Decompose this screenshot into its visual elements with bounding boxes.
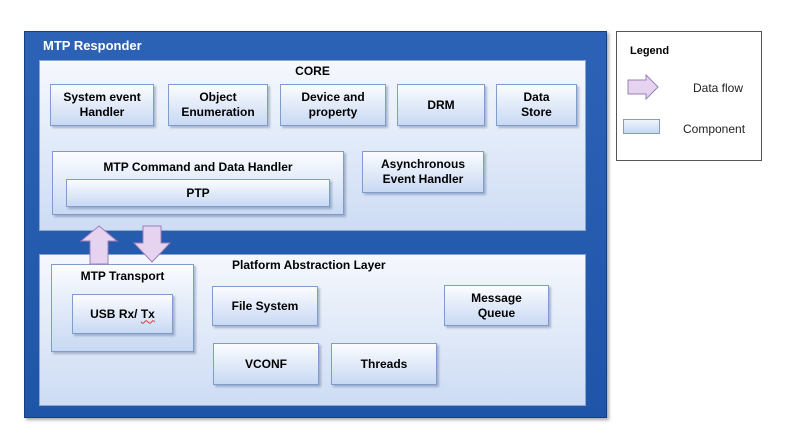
file-system: File System — [212, 286, 318, 326]
threads: Threads — [331, 343, 437, 385]
core-title: CORE — [295, 64, 330, 78]
mtp-transport-title: MTP Transport — [80, 269, 165, 283]
usb-rx-tx: USB Rx/ Tx — [72, 294, 173, 334]
legend-component-label: Component — [683, 122, 746, 136]
message-queue: Message Queue — [444, 285, 549, 326]
legend-component-swatch — [623, 119, 660, 134]
system-event-handler: System event Handler — [50, 84, 154, 126]
legend-title: Legend — [630, 45, 670, 57]
mtp-command-data-handler-title: MTP Command and Data Handler — [103, 160, 293, 174]
data-store: Data Store — [496, 84, 577, 126]
ptp: PTP — [66, 179, 330, 207]
up-arrow — [79, 225, 119, 265]
device-and-property: Device and property — [280, 84, 386, 126]
usb-label-tx: Tx — [140, 306, 155, 321]
mtp-responder-title: MTP Responder — [43, 38, 142, 53]
vconf: VCONF — [213, 343, 319, 385]
usb-label-rx: Rx/ — [118, 306, 138, 321]
asynchronous-event-handler: Asynchronous Event Handler — [362, 151, 484, 193]
legend-box — [616, 31, 762, 161]
legend-data-flow-label: Data flow — [693, 81, 744, 95]
object-enumeration: Object Enumeration — [168, 84, 268, 126]
platform-abstraction-layer-title: Platform Abstraction Layer — [232, 258, 386, 272]
drm: DRM — [397, 84, 485, 126]
usb-label-prefix: USB — [90, 306, 119, 321]
down-arrow — [132, 225, 172, 263]
